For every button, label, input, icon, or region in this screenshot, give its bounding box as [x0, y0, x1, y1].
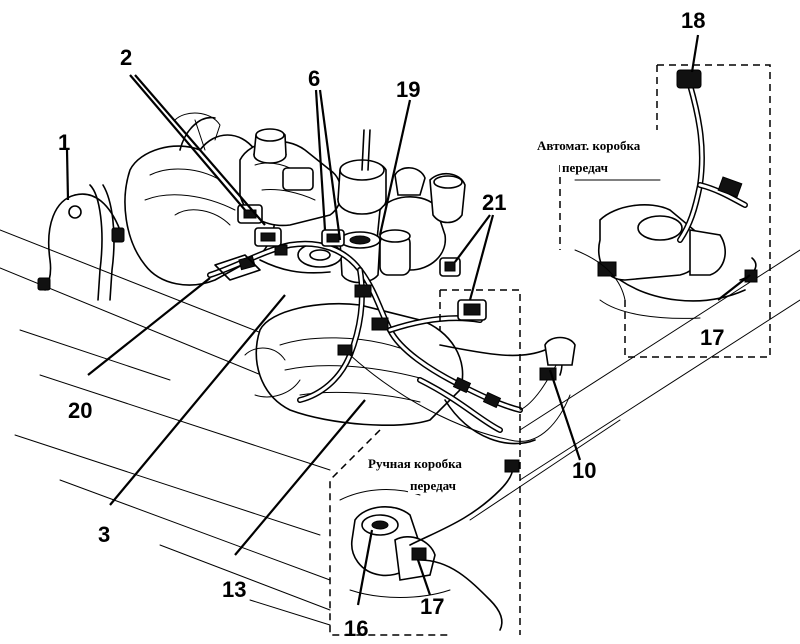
- leader-19: [378, 99, 412, 236]
- part-1-sensor: [37, 193, 125, 291]
- inset-captions: Автомат. коробка передач Ручная коробка …: [366, 136, 695, 494]
- automatic-caption-line1: Автомат. коробка: [537, 138, 641, 153]
- leader-17a: [717, 274, 751, 301]
- automatic-caption-line2: передач: [562, 160, 608, 175]
- callout-17-automatic: 17: [700, 325, 724, 350]
- callout-17-manual: 17: [420, 594, 444, 619]
- callout-2: 2: [120, 45, 132, 70]
- callout-3: 3: [98, 522, 110, 547]
- leader-20: [87, 277, 211, 376]
- leader-2b: [134, 74, 266, 226]
- leader-21a: [454, 214, 491, 263]
- callout-21: 21: [482, 190, 506, 215]
- leader-6b: [318, 89, 342, 241]
- callout-16: 16: [344, 616, 368, 641]
- leader-13: [234, 399, 366, 556]
- part-21-connectors: [439, 257, 487, 321]
- leader-1: [65, 149, 70, 201]
- callout-13: 13: [222, 577, 246, 602]
- manual-caption-line2: передач: [410, 478, 456, 493]
- callout-labels: 1 2 6 19 21 18 17 20 3 13 10 16 17: [58, 8, 724, 641]
- callout-6: 6: [308, 66, 320, 91]
- leader-18: [690, 34, 700, 73]
- leader-10: [548, 369, 582, 461]
- part-2-connectors: [214, 204, 282, 281]
- manual-transmission-inset: [329, 289, 521, 636]
- callout-10: 10: [572, 458, 596, 483]
- leader-2a: [129, 74, 246, 211]
- leader-lines: [65, 34, 751, 606]
- callout-18: 18: [681, 8, 705, 33]
- callout-20: 20: [68, 398, 92, 423]
- leader-21b: [468, 214, 495, 301]
- callout-19: 19: [396, 77, 420, 102]
- leader-3: [109, 294, 286, 506]
- engine-block: [89, 112, 466, 426]
- manual-caption-line1: Ручная коробка: [368, 456, 462, 471]
- callout-1: 1: [58, 130, 70, 155]
- automatic-transmission-inset: [559, 64, 771, 358]
- part-10-connector: [539, 336, 576, 381]
- leader-16: [356, 529, 374, 606]
- leader-6a: [314, 89, 327, 231]
- leader-17b: [416, 559, 432, 596]
